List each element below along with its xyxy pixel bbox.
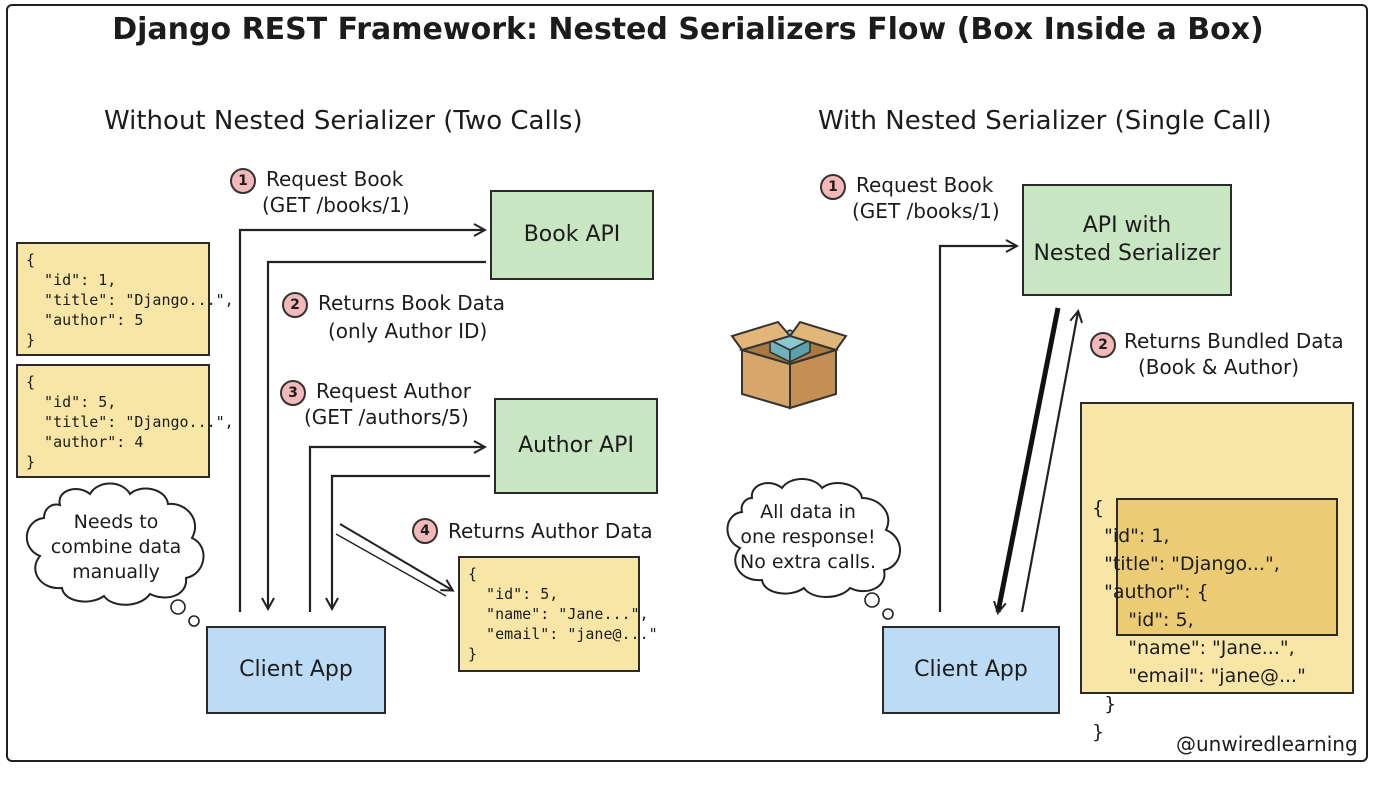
json-book-2-line: {	[26, 373, 36, 391]
json-bundled-line: "id": 5,	[1092, 609, 1194, 631]
json-book-2-line: "id": 5,	[26, 393, 117, 411]
json-author-line: "email": "jane@..."	[468, 625, 658, 643]
right-step2-badge: 2	[1090, 332, 1116, 358]
left-client-app-box: Client App	[206, 626, 386, 714]
json-author-response: { "id": 5, "name": "Jane...", "email": "…	[458, 556, 658, 672]
json-book-line: "id": 1,	[26, 271, 117, 289]
arrow-request-book-right	[938, 246, 1016, 612]
right-step1-line1: Request Book	[856, 173, 994, 197]
open-box-icon	[730, 320, 848, 410]
left-step3-line2: (GET /authors/5)	[304, 405, 469, 429]
json-book-2-line: "title": "Django...",	[26, 413, 234, 431]
arrow-request-book-left	[238, 230, 484, 612]
json-bundled-response: { "id": 1, "title": "Django...", "author…	[1080, 402, 1354, 743]
right-cloud-shape	[726, 478, 901, 598]
json-book-line: }	[26, 331, 36, 349]
right-step1-line2: (GET /books/1)	[852, 199, 1000, 223]
left-step3-line1: Request Author	[316, 379, 471, 403]
right-step2-line1: Returns Bundled Data	[1124, 329, 1344, 353]
arrows-layer	[25, 0, 1376, 627]
json-book-line: "author": 5	[26, 311, 144, 329]
signature: @unwiredlearning	[1176, 732, 1358, 756]
left-heading: Without Nested Serializer (Two Calls)	[104, 106, 583, 136]
arrow-to-author-data	[339, 523, 452, 590]
json-bundled-line: "title": "Django...",	[1092, 553, 1280, 575]
left-step1-badge: 1	[230, 168, 256, 194]
json-book-line: {	[26, 251, 36, 269]
right-client-app-box: Client App	[882, 626, 1060, 714]
arrow-request-author-left	[308, 447, 484, 612]
json-book-response: { "id": 1, "title": "Django...", "author…	[16, 242, 234, 356]
diagram-canvas: Django REST Framework: Nested Serializer…	[6, 0, 1376, 762]
json-book-2-line: }	[26, 453, 36, 471]
left-step4-badge: 4	[412, 518, 438, 544]
diagram-title: Django REST Framework: Nested Serializer…	[112, 12, 1264, 47]
left-step2-line2: (only Author ID)	[328, 319, 488, 343]
right-heading: With Nested Serializer (Single Call)	[818, 106, 1272, 136]
json-author-line: "name": "Jane...",	[468, 605, 649, 623]
json-author-line: {	[468, 565, 478, 583]
json-bundled-line: }	[1092, 693, 1117, 715]
right-step2-line2: (Book & Author)	[1138, 355, 1300, 379]
nested-api-box: API with Nested Serializer	[1022, 184, 1232, 296]
arrow-returns-book-left	[268, 260, 486, 608]
book-api-box: Book API	[490, 190, 654, 280]
left-step1-line2: (GET /books/1)	[262, 193, 410, 217]
left-cloud-shape	[25, 482, 205, 606]
json-bundled-line: {	[1092, 497, 1105, 519]
left-step4-line1: Returns Author Data	[448, 519, 653, 543]
left-step2-line1: Returns Book Data	[318, 291, 506, 315]
arrow-returns-bundled-thick	[998, 307, 1061, 612]
arrow-up-thin	[1020, 312, 1078, 613]
author-api-box: Author API	[494, 398, 658, 494]
json-bundled-line: "email": "jane@..."	[1092, 665, 1306, 687]
json-book-2-line: "author": 4	[26, 433, 144, 451]
json-bundled-line: }	[1092, 721, 1105, 743]
right-cloud-text: All data in one response! No extra calls…	[739, 501, 876, 573]
json-author-line: }	[468, 645, 478, 663]
left-cloud-text: Needs to combine data manually	[50, 511, 182, 583]
json-bundled-line: "id": 1,	[1092, 525, 1170, 547]
arrow-returns-author-left	[332, 474, 490, 608]
json-book-response-2: { "id": 5, "title": "Django...", "author…	[16, 364, 234, 478]
json-bundled-line: "author": {	[1092, 581, 1209, 603]
right-step1-badge: 1	[820, 174, 846, 200]
left-step2-badge: 2	[282, 292, 308, 318]
left-step3-badge: 3	[280, 380, 306, 406]
left-step1-line1: Request Book	[266, 167, 404, 191]
json-author-line: "id": 5,	[468, 585, 559, 603]
json-book-line: "title": "Django...",	[26, 291, 234, 309]
nested-author-box	[1116, 498, 1338, 636]
json-bundled-line: "name": "Jane...",	[1092, 637, 1295, 659]
